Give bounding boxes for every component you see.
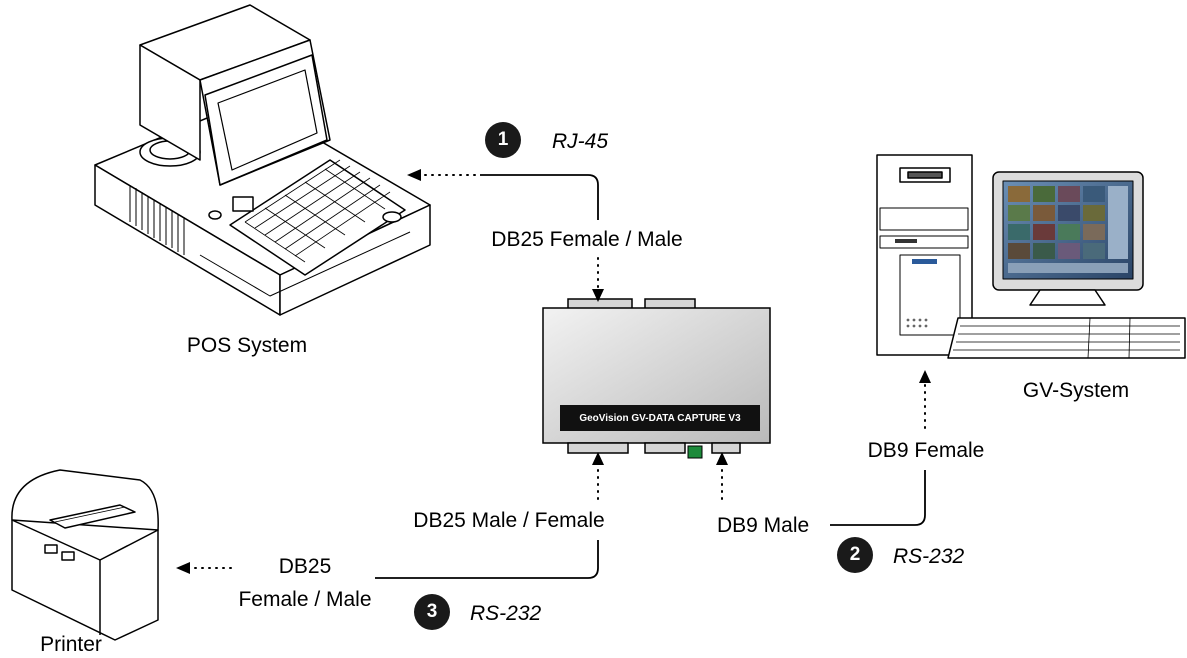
db9-male-label: DB9 Male	[717, 514, 810, 537]
db25-printer-label-line2: Female / Male	[238, 588, 372, 611]
arrow-to-capture-top	[592, 289, 604, 302]
pos-system-illustration	[94, 4, 431, 316]
arrow-to-printer	[176, 562, 190, 574]
db25-female-male-top-label: DB25 Female / Male	[491, 228, 683, 251]
capture-device-label: GeoVision GV-DATA CAPTURE V3	[560, 405, 760, 431]
rs232-label-2: RS-232	[893, 545, 965, 568]
db9-female-label: DB9 Female	[867, 439, 985, 462]
gv-system-label: GV-System	[1022, 379, 1130, 402]
gv-system-illustration	[876, 154, 1186, 359]
rs232-cable-line-3	[375, 540, 599, 579]
rj45-cable-line	[480, 174, 599, 220]
arrow-to-pos	[407, 169, 421, 181]
step-3-badge: 3	[414, 594, 450, 630]
rs232-cable-line-2	[830, 470, 926, 526]
step-1-badge: 1	[485, 122, 521, 158]
printer-illustration	[11, 469, 159, 641]
arrowheads	[176, 169, 931, 574]
arrow-to-gv-system	[919, 370, 931, 383]
db25-printer-label-line1: DB25	[278, 555, 332, 578]
printer-label: Printer	[40, 633, 102, 656]
rj45-label: RJ-45	[552, 130, 609, 153]
pos-system-label: POS System	[186, 334, 308, 357]
step-2-badge: 2	[837, 537, 873, 573]
gv-data-capture-illustration	[542, 298, 771, 459]
connection-lines	[194, 174, 926, 579]
arrow-to-capture-db9	[716, 452, 728, 465]
rs232-label-3: RS-232	[470, 602, 542, 625]
arrow-to-capture-bottom-db25	[592, 452, 604, 465]
db25-male-female-label: DB25 Male / Female	[413, 509, 605, 532]
